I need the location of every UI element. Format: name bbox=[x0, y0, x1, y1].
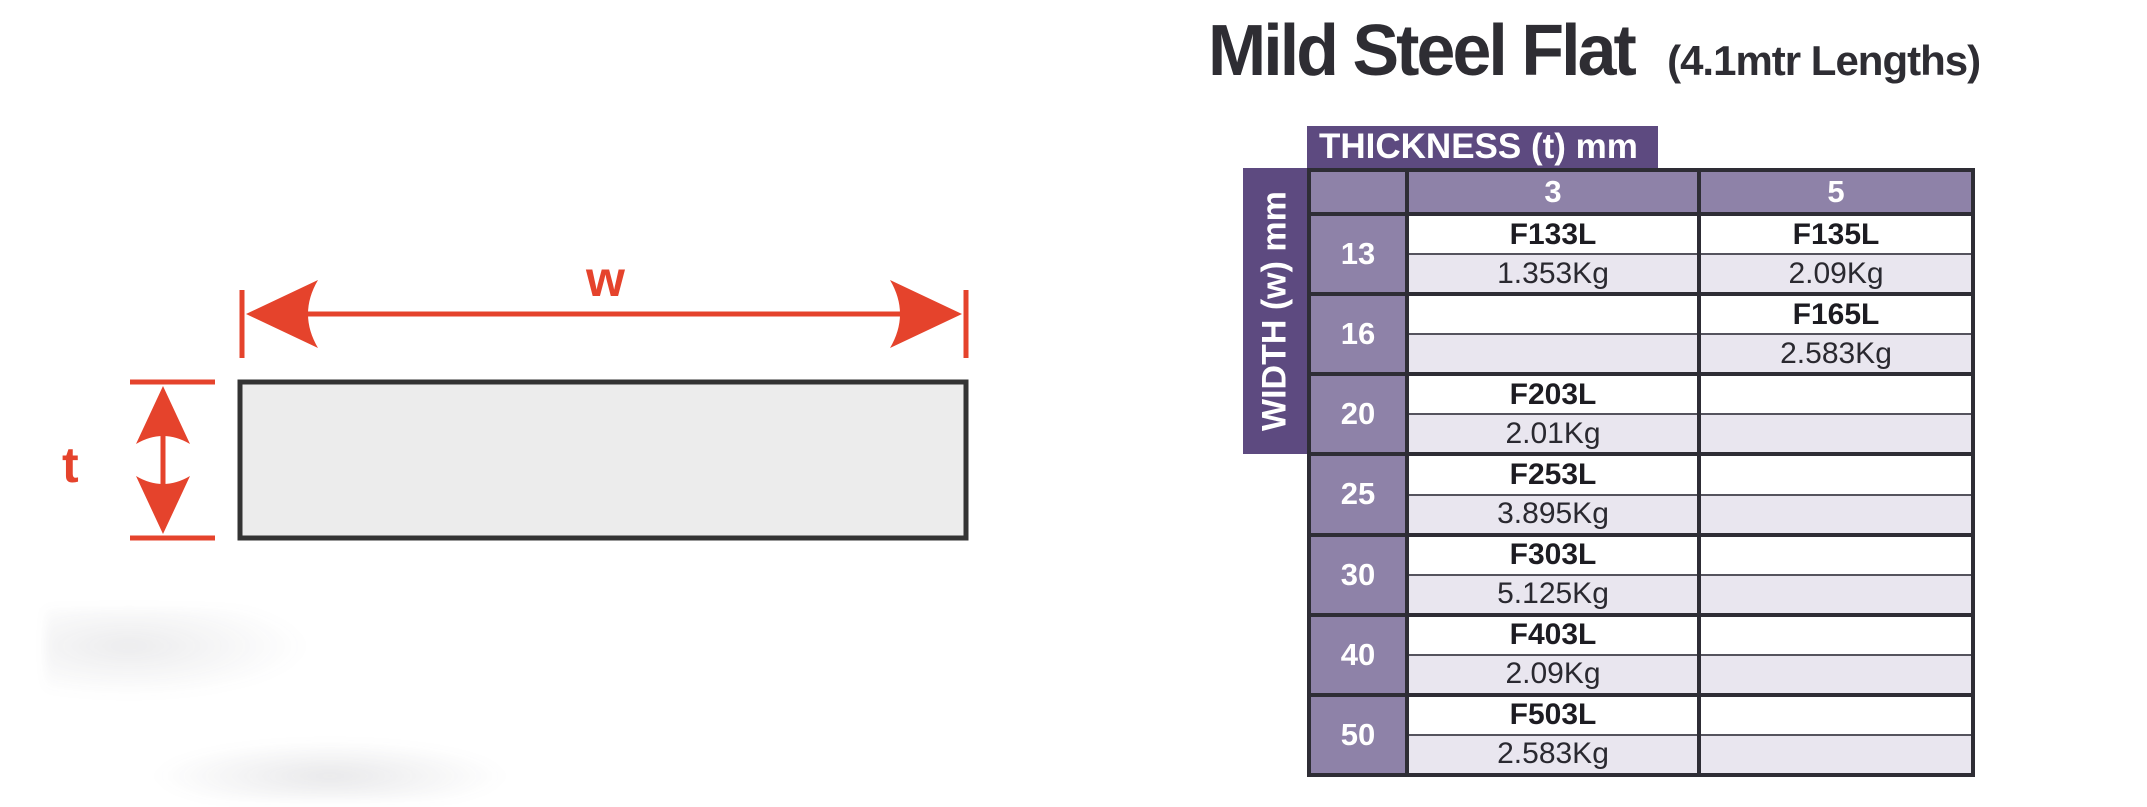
row-header-width-20: 20 bbox=[1311, 376, 1405, 453]
thickness-column-header-5: 5 bbox=[1701, 172, 1971, 212]
row-header-width-13: 13 bbox=[1311, 216, 1405, 293]
product-code: F133L bbox=[1409, 216, 1697, 254]
product-weight bbox=[1701, 573, 1971, 613]
flat-bar-rectangle bbox=[237, 379, 969, 541]
width-arrowhead-right bbox=[890, 280, 962, 348]
page-title-main: Mild Steel Flat bbox=[1208, 11, 1637, 91]
product-weight bbox=[1701, 653, 1971, 693]
thickness-arrowhead-bottom bbox=[136, 476, 190, 534]
thickness-arrowhead-top bbox=[136, 386, 190, 444]
width-dimension-arrow bbox=[239, 290, 969, 358]
table-cell-w40-t5 bbox=[1701, 616, 1971, 693]
thickness-dimension-arrow bbox=[130, 379, 215, 541]
table-cell-w50-t5 bbox=[1701, 696, 1971, 773]
table-cell-w20-t5 bbox=[1701, 376, 1971, 453]
product-code bbox=[1701, 376, 1971, 414]
product-weight: 2.09Kg bbox=[1701, 253, 1971, 293]
product-code bbox=[1701, 696, 1971, 734]
product-code: F503L bbox=[1409, 696, 1697, 734]
product-weight: 2.01Kg bbox=[1409, 413, 1697, 453]
product-code: F253L bbox=[1409, 456, 1697, 494]
product-code bbox=[1409, 296, 1697, 334]
table-corner-cell bbox=[1311, 172, 1405, 212]
product-code: F135L bbox=[1701, 216, 1971, 254]
table-cell-w25-t5 bbox=[1701, 456, 1971, 533]
thickness-dimension-label: t bbox=[62, 437, 79, 493]
product-weight: 2.583Kg bbox=[1409, 733, 1697, 773]
product-weight bbox=[1701, 493, 1971, 533]
product-code bbox=[1701, 456, 1971, 494]
table-cell-w30-t5 bbox=[1701, 536, 1971, 613]
row-header-width-16: 16 bbox=[1311, 296, 1405, 373]
page-title: Mild Steel Flat (4.1mtr Lengths) bbox=[1208, 10, 1981, 92]
product-weight: 5.125Kg bbox=[1409, 573, 1697, 613]
row-header-width-25: 25 bbox=[1311, 456, 1405, 533]
product-weight: 2.583Kg bbox=[1701, 333, 1971, 373]
page-title-suffix: (4.1mtr Lengths) bbox=[1667, 37, 1981, 84]
width-dimension-label: w bbox=[585, 251, 625, 307]
product-weight bbox=[1409, 333, 1697, 373]
product-code: F303L bbox=[1409, 536, 1697, 574]
product-code: F403L bbox=[1409, 616, 1697, 654]
product-code: F203L bbox=[1409, 376, 1697, 414]
product-weight: 2.09Kg bbox=[1409, 653, 1697, 693]
product-weight bbox=[1701, 733, 1971, 773]
row-header-width-40: 40 bbox=[1311, 616, 1405, 693]
thickness-column-header-3: 3 bbox=[1409, 172, 1697, 212]
product-weight: 3.895Kg bbox=[1409, 493, 1697, 533]
row-header-width-30: 30 bbox=[1311, 536, 1405, 613]
product-weight bbox=[1701, 413, 1971, 453]
table-cell-w16-t3 bbox=[1409, 296, 1697, 373]
product-code: F165L bbox=[1701, 296, 1971, 334]
row-header-width-50: 50 bbox=[1311, 696, 1405, 773]
product-weight: 1.353Kg bbox=[1409, 253, 1697, 293]
thickness-header-banner: THICKNESS (t) mm bbox=[1307, 126, 1658, 168]
flat-bar-diagram: w t bbox=[62, 251, 969, 541]
width-header-banner: WIDTH (w) mm bbox=[1243, 168, 1307, 454]
product-code bbox=[1701, 536, 1971, 574]
width-arrowhead-left bbox=[246, 280, 318, 348]
product-code bbox=[1701, 616, 1971, 654]
